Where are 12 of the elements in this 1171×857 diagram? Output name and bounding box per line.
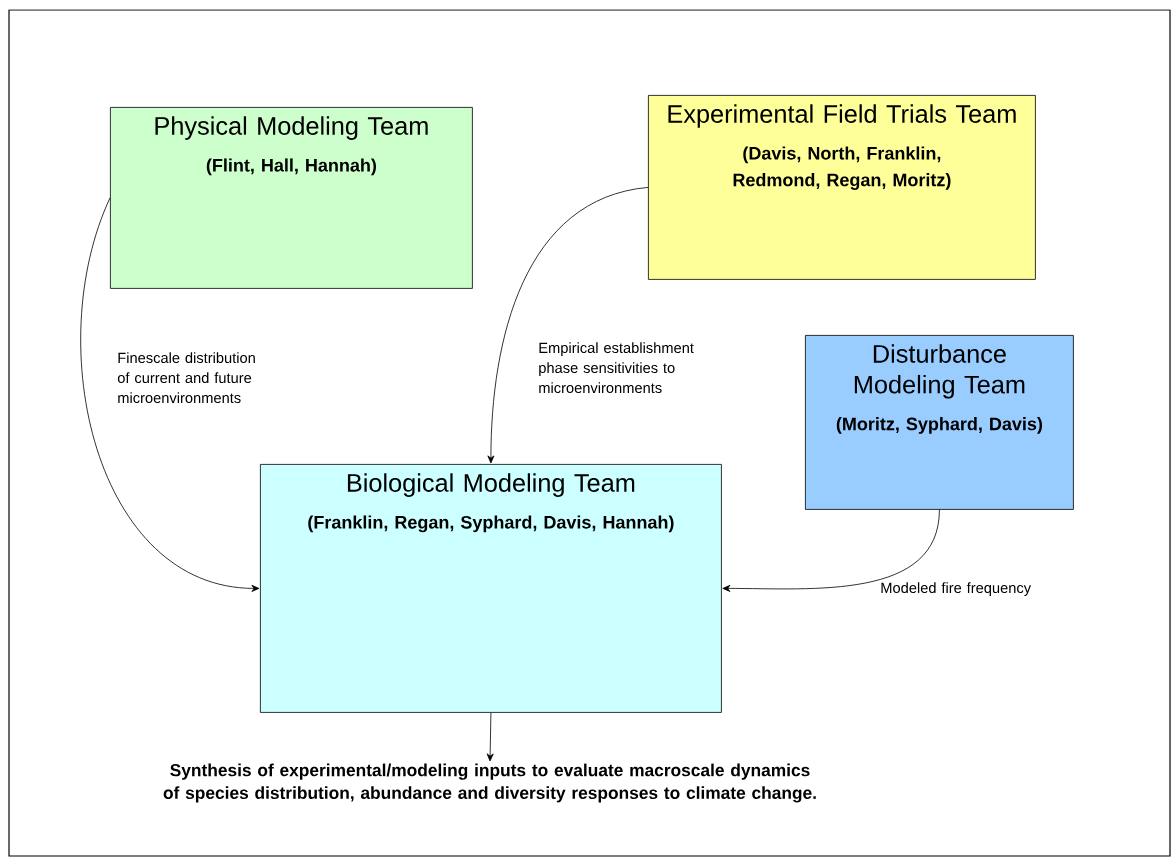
team-box: Experimental Field Trials Team (Davis, North, Franklin, Redmond, Regan, Moritz) bbox=[648, 95, 1036, 280]
arrow bbox=[80, 197, 260, 592]
team-box: Biological Modeling Team (Franklin, Regan, Syphard, Davis, Hannah) bbox=[260, 464, 722, 713]
team-box: Physical Modeling Team (Flint, Hall, Hannah) bbox=[110, 107, 473, 289]
summary-text: Synthesis of experimental/modeling inputs to evaluate macroscale dynamics of species distribution, abundance and diversity responses to climate change. bbox=[163, 763, 816, 803]
arrow bbox=[486, 712, 494, 762]
team-box: Disturbance Modeling Team (Moritz, Syphard, Davis) bbox=[805, 335, 1074, 510]
edge-label: Modeled fire frequency bbox=[881, 582, 1032, 596]
edge-label: Finescale distribution of current and future microenvironments bbox=[117, 352, 255, 404]
edge-label: Empirical establishment phase sensitivities to microenvironments bbox=[539, 342, 694, 394]
arrow bbox=[487, 187, 649, 464]
arrow bbox=[722, 509, 940, 592]
